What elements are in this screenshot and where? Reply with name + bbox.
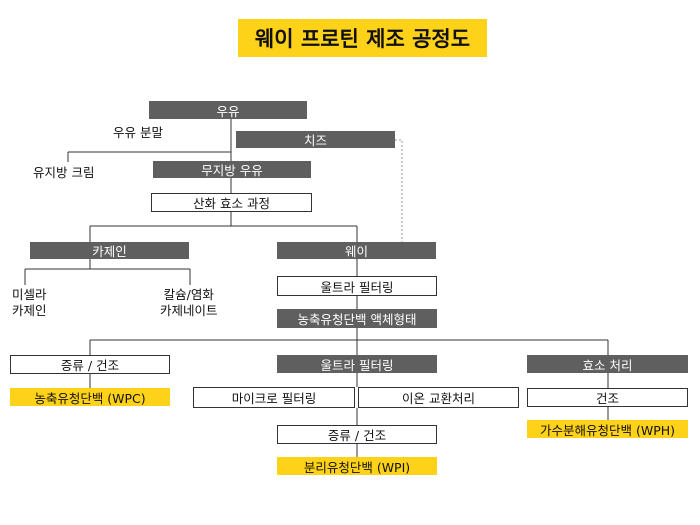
label-calcium-line1: 칼슘/염화	[163, 287, 214, 302]
node-cheese: 치즈	[236, 131, 395, 148]
node-skim-milk: 무지방 우유	[153, 161, 311, 178]
node-evap-dry-2: 증류 / 건조	[277, 425, 437, 444]
node-ultrafiltration-1: 울트라 필터링	[277, 276, 437, 296]
node-dry: 건조	[527, 388, 688, 407]
node-liquid-concentrate: 농축유청단백 액체형태	[277, 309, 437, 328]
node-milk: 우유	[149, 101, 307, 119]
node-wpi: 분리유청단백 (WPI)	[277, 457, 437, 475]
page-title: 웨이 프로틴 제조 공정도	[238, 19, 487, 57]
node-wph: 가수분해유청단백 (WPH)	[527, 420, 688, 438]
node-evap-dry-1: 증류 / 건조	[10, 355, 170, 374]
node-acid-enzyme: 산화 효소 과정	[151, 193, 312, 212]
dotted-connector-cheese-whey	[395, 139, 437, 251]
node-enzyme-treatment: 효소 처리	[527, 355, 688, 373]
label-milk-powder: 우유 분말	[113, 125, 163, 140]
node-whey: 웨이	[277, 242, 436, 259]
node-ultrafiltration-2: 울트라 필터링	[277, 355, 437, 373]
label-micellar-line2: 카제인	[12, 303, 47, 318]
node-wpc: 농축유청단백 (WPC)	[10, 388, 170, 406]
node-ion-exchange: 이온 교환처리	[358, 387, 519, 408]
label-micellar-casein: 미셀라 카제인	[12, 287, 47, 319]
node-casein: 카제인	[30, 242, 189, 259]
label-fat-cream: 유지방 크림	[33, 165, 95, 180]
node-microfiltration: 마이크로 필터링	[193, 387, 355, 408]
label-calcium-caseinate: 칼슘/염화 카제네이트	[160, 287, 218, 319]
label-calcium-line2: 카제네이트	[160, 303, 218, 318]
label-micellar-line1: 미셀라	[12, 287, 47, 302]
